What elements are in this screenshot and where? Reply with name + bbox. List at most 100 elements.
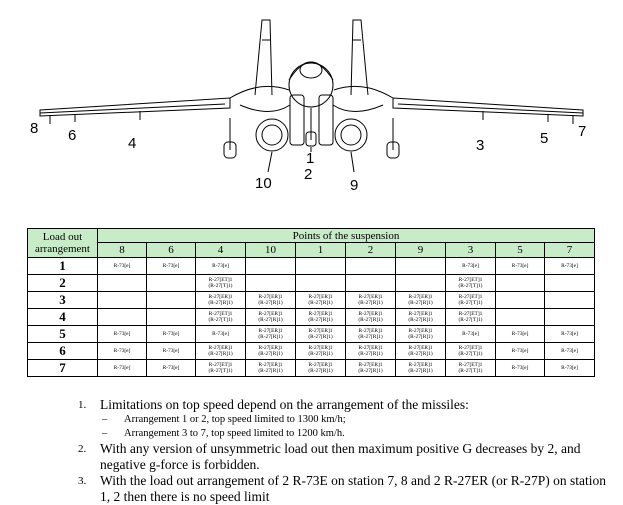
weapon-cell: R-27[ET]1(R-27[T]1): [445, 291, 496, 309]
weapon-text: (R-27[R]1): [308, 317, 333, 323]
note-sub-item: Arrangement 3 to 7, top speed limited to…: [78, 427, 608, 441]
weapon-cell: R-73[e]: [195, 325, 246, 343]
station-header: 6: [146, 242, 196, 258]
weapon-cell: [97, 291, 147, 309]
weapon-text: (R-27[R]1): [258, 334, 283, 340]
weapon-cell: R-73[e]: [544, 342, 595, 360]
weapon-text: R-73[e]: [511, 263, 529, 269]
weapon-cell: R-27[ER]1(R-27[R]1): [195, 342, 246, 360]
weapon-cell: R-27[ET]1(R-27[T]1): [195, 359, 246, 377]
weapon-text: (R-27[R]1): [258, 317, 283, 323]
weapon-text: R-73[e]: [212, 331, 229, 337]
weapon-cell: R-27[ER]1(R-27[R]1): [245, 342, 296, 360]
weapon-text: R-27[ET]1: [458, 345, 483, 351]
weapon-text: R-73[e]: [162, 365, 180, 371]
weapon-text: (R-27[R]1): [308, 300, 333, 306]
weapon-cell: [345, 274, 396, 292]
weapon-text: (R-27[R]1): [358, 351, 383, 357]
weapon-text: (R-27[R]1): [408, 368, 433, 374]
weapon-text: R-27[ER]1: [308, 362, 333, 368]
weapon-text: R-27[ER]1: [258, 294, 283, 300]
weapon-cell: R-27[ER]1(R-27[R]1): [395, 291, 446, 309]
weapon-text: R-27[ET]1: [458, 362, 483, 368]
station-label-4: 4: [128, 135, 136, 152]
weapon-cell: [146, 291, 196, 309]
weapon-cell: [97, 274, 147, 292]
weapon-cell: R-73[e]: [544, 359, 595, 377]
weapon-text: R-73[e]: [561, 365, 578, 371]
weapon-cell: [544, 291, 595, 309]
weapon-text: R-73[e]: [511, 331, 529, 337]
weapon-cell: R-27[ER]1(R-27[R]1): [295, 308, 346, 326]
station-header: 3: [445, 242, 496, 258]
group-header: Points of the suspension: [97, 228, 595, 243]
weapon-cell: [395, 274, 446, 292]
weapon-text: (R-27[R]1): [308, 334, 333, 340]
weapon-cell: [495, 308, 545, 326]
weapon-text: (R-27[R]1): [258, 368, 283, 374]
weapon-cell: R-27[ER]1(R-27[R]1): [395, 308, 446, 326]
weapon-cell: R-27[ER]1(R-27[R]1): [295, 342, 346, 360]
weapon-text: R-27[ER]1: [358, 311, 383, 317]
weapon-cell: R-73[e]: [544, 325, 595, 343]
weapon-text: R-27[ER]1: [308, 311, 333, 317]
weapon-text: R-27[ER]1: [258, 328, 283, 334]
note-number: 3.: [78, 475, 87, 487]
arrangement-number: 6: [27, 342, 98, 360]
weapon-cell: R-27[ER]1(R-27[R]1): [245, 308, 296, 326]
weapon-text: R-73[e]: [113, 348, 131, 354]
weapon-text: (R-27[R]1): [408, 317, 433, 323]
weapon-text: R-27[ET]1: [208, 362, 233, 368]
weapon-cell: R-27[ER]1(R-27[R]1): [395, 359, 446, 377]
weapon-cell: R-27[ER]1(R-27[R]1): [195, 291, 246, 309]
weapon-cell: R-73[e]: [495, 342, 545, 360]
weapon-text: (R-27[R]1): [408, 351, 433, 357]
weapon-cell: R-73[e]: [97, 325, 147, 343]
loadout-table: Load out arrangement Points of the suspe…: [27, 228, 595, 377]
weapon-cell: [245, 257, 296, 275]
weapon-text: R-27[ET]1: [458, 311, 483, 317]
weapon-cell: R-27[ER]1(R-27[R]1): [345, 325, 396, 343]
weapon-text: R-27[ER]1: [358, 345, 383, 351]
weapon-cell: R-73[e]: [195, 257, 246, 275]
station-label-10: 10: [255, 175, 272, 192]
weapon-text: (R-27[R]1): [308, 368, 333, 374]
weapon-cell: R-73[e]: [146, 257, 196, 275]
weapon-text: (R-27[T]1): [458, 300, 483, 306]
weapon-text: (R-27[T]1): [458, 351, 483, 357]
weapon-text: (R-27[R]1): [258, 300, 283, 306]
weapon-cell: R-27[ER]1(R-27[R]1): [345, 291, 396, 309]
weapon-text: R-73[e]: [462, 331, 479, 337]
arrangement-number: 1: [27, 257, 98, 275]
station-label-8: 8: [30, 120, 38, 137]
weapon-text: (R-27[T]1): [458, 283, 483, 289]
station-header: 2: [345, 242, 396, 258]
weapon-cell: R-27[ET]1(R-27[T]1): [445, 359, 496, 377]
arrangement-number: 2: [27, 274, 98, 292]
station-header: 10: [245, 242, 296, 258]
weapon-text: (R-27[R]1): [258, 351, 283, 357]
weapon-cell: R-73[e]: [495, 257, 545, 275]
row-header: Load out arrangement: [27, 228, 98, 258]
weapon-text: (R-27[R]1): [358, 300, 383, 306]
note-item: 3.With the load out arrangement of 2 R-7…: [78, 473, 608, 505]
weapon-text: (R-27[R]1): [358, 368, 383, 374]
arrangement-number: 3: [27, 291, 98, 309]
weapon-cell: R-27[ER]1(R-27[R]1): [345, 308, 396, 326]
weapon-text: R-73[e]: [561, 331, 578, 337]
weapon-cell: [544, 308, 595, 326]
weapon-text: R-73[e]: [162, 263, 180, 269]
weapon-text: R-73[e]: [511, 348, 529, 354]
weapon-text: R-27[ER]1: [258, 362, 283, 368]
station-header: 7: [544, 242, 595, 258]
aircraft-front-view-diagram: 8 6 4 1 2 10 9 3 5 7: [30, 19, 586, 194]
weapon-cell: [544, 274, 595, 292]
weapon-text: (R-27[T]1): [208, 283, 233, 289]
weapon-cell: R-27[ER]1(R-27[R]1): [345, 359, 396, 377]
weapon-cell: R-73[e]: [495, 325, 545, 343]
station-label-3: 3: [476, 137, 484, 154]
weapon-text: R-73[e]: [113, 365, 131, 371]
